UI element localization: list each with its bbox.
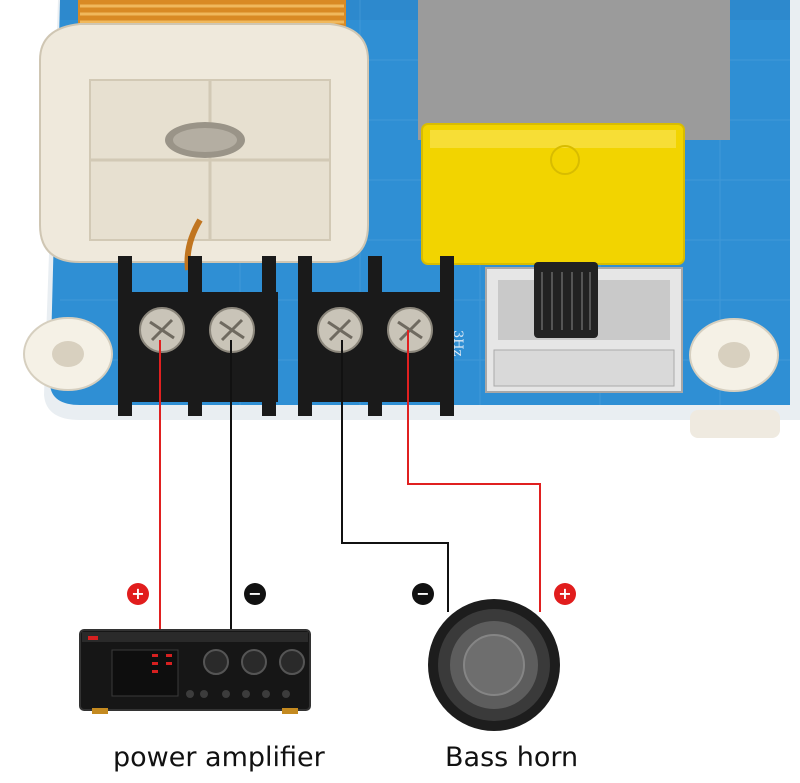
terminal-block-left (118, 256, 278, 416)
svg-text:+: + (558, 584, 571, 603)
terminal-block-right (298, 256, 454, 416)
svg-text:−: − (416, 584, 429, 603)
yellow-capacitor (421, 123, 685, 265)
power-amplifier (79, 629, 311, 714)
svg-text:+: + (131, 584, 144, 603)
wire-horn-positive (407, 330, 541, 612)
bass-horn-speaker (428, 599, 560, 731)
amp-knob-1 (203, 649, 229, 675)
horn-plus-marker (554, 583, 576, 605)
foot-right (690, 410, 780, 438)
caption-bass-horn: Bass horn (445, 742, 579, 773)
amp-minus-marker (244, 583, 266, 605)
switch-knob (534, 262, 598, 338)
wires (159, 330, 541, 632)
horn-minus-marker (412, 583, 434, 605)
amp-knob-2 (241, 649, 267, 675)
caption-power-amplifier: power amplifier (113, 742, 325, 773)
amp-knob-3 (279, 649, 305, 675)
inductor-coil (39, 0, 369, 271)
svg-text:−: − (248, 584, 261, 603)
wire-horn-negative (341, 340, 449, 612)
polarity-markers: + − − + (127, 583, 576, 605)
slide-switch (485, 262, 683, 393)
amp-plus-marker (127, 583, 149, 605)
